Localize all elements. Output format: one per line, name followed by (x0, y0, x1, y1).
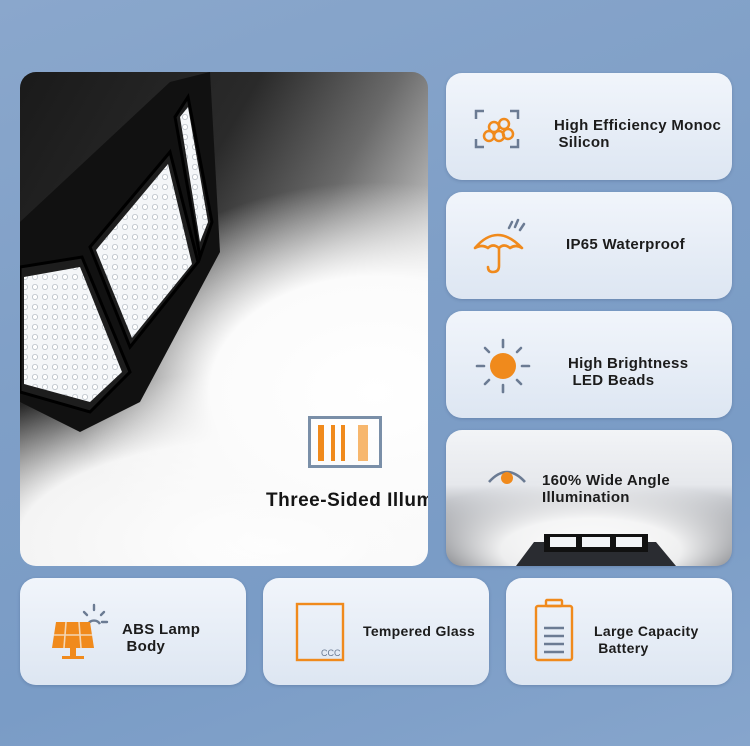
feature-card-waterproof: IP65 Waterproof (446, 192, 732, 299)
eye-icon (488, 470, 526, 484)
feature-card-abs: ABS Lamp Body (20, 578, 246, 685)
waterproof-label: IP65 Waterproof (566, 236, 685, 253)
abs-label: ABS Lamp Body (122, 621, 201, 655)
wide-angle-label: 160% Wide Angle Illumination (542, 472, 671, 506)
umbrella-icon (473, 218, 526, 274)
silicon-cells-icon (474, 109, 520, 149)
sun-icon (475, 338, 531, 394)
product-hero-image: Three-Sided Illumination (20, 72, 428, 566)
feature-card-wide-angle: 160% Wide Angle Illumination (446, 430, 732, 566)
glass-icon (295, 602, 345, 662)
battery-label: Large Capacity Battery (594, 623, 699, 656)
efficiency-label: High Efficiency Monoc Silicon (554, 117, 722, 151)
wide-angle-lamp (516, 534, 676, 566)
solar-panel-icon (52, 603, 109, 659)
battery-icon (534, 598, 574, 662)
three-sided-label: Three-Sided Illumination (266, 490, 428, 511)
brightness-label: High Brightness LED Beads (568, 355, 689, 389)
feature-card-battery: Large Capacity Battery (506, 578, 732, 685)
feature-card-efficiency: High Efficiency Monoc Silicon (446, 73, 732, 180)
panels-icon (308, 416, 382, 468)
glass-mark: CCC (321, 648, 341, 658)
feature-card-brightness: High Brightness LED Beads (446, 311, 732, 418)
feature-card-glass: CCC Tempered Glass (263, 578, 489, 685)
lamp-illustration (20, 72, 220, 432)
glass-label: Tempered Glass (363, 623, 476, 639)
